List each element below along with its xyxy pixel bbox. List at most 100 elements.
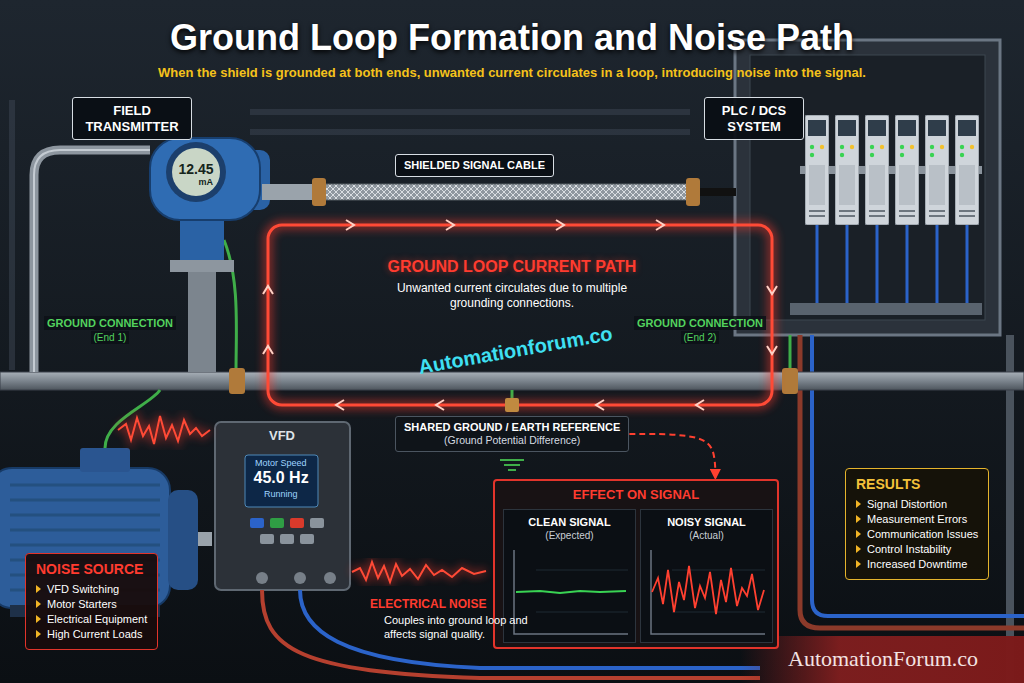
display-unit: mA	[199, 177, 214, 187]
vfd-screen	[245, 455, 318, 507]
chart-axes	[651, 550, 765, 634]
io-module	[925, 115, 949, 225]
label-anchor: Automationforum.co	[416, 321, 614, 379]
node-body-text: Increased Downtime	[856, 557, 978, 572]
cable-gland	[324, 572, 336, 584]
screen-status: Running	[264, 489, 298, 500]
clean-signal-trace	[516, 591, 626, 593]
diagram-subtitle: When the shield is grounded at both ends…	[0, 64, 1024, 82]
watermark: AutomationForum.co	[788, 646, 978, 672]
loop-glow	[268, 225, 772, 405]
io-module	[835, 115, 859, 225]
node-heading: EFFECT ON SIGNAL	[495, 481, 777, 503]
watermark: Automationforum.co	[416, 321, 614, 379]
shield-clamp	[686, 178, 700, 206]
effect-panel: EFFECT ON SIGNAL CLEAN SIGNAL(Expected) NO…	[493, 479, 779, 649]
keypad-button	[280, 534, 294, 544]
label-anchor: GROUND CONNECTION	[44, 316, 176, 330]
node-heading: PLC / DCS SYSTEM	[712, 103, 796, 134]
device-callout: FIELD TRANSMITTER	[72, 97, 192, 140]
node-body-text: VFD Switching	[36, 582, 147, 597]
chart-axes	[514, 550, 628, 634]
process-pipe	[34, 150, 150, 372]
watermark-band	[740, 636, 1024, 683]
label-anchor: (End 2)	[681, 331, 720, 344]
diagram-title: Ground Loop Formation and Noise Path	[0, 16, 1024, 60]
process-flange	[170, 260, 234, 272]
ground-connection-end: (End 2)	[681, 331, 720, 344]
node-body-text: Electrical Equipment	[36, 612, 147, 627]
label-anchor: Running	[264, 489, 298, 500]
label-anchor: AutomationForum.co	[788, 646, 978, 672]
keypad-button	[260, 534, 274, 544]
node-body-text: Communication Issues	[856, 527, 978, 542]
vfd-enclosure	[215, 422, 350, 590]
noise-glow	[118, 416, 210, 444]
node-body-text: High Current Loads	[36, 627, 147, 642]
noisy-signal-trace	[652, 566, 764, 614]
ground-reference-box: SHARED GROUND / EARTH REFERENCE(Ground P…	[395, 416, 629, 452]
cable-callout: SHIELDED SIGNAL CABLE	[395, 154, 554, 177]
node-heading: NOISY SIGNAL	[641, 515, 772, 529]
label-anchor: mA	[199, 177, 214, 187]
loop-heading: GROUND LOOP CURRENT PATH	[388, 257, 637, 277]
pipe-highlight	[34, 150, 150, 372]
screen-caption: Motor Speed	[255, 458, 307, 469]
node-heading: NOISE SOURCE	[36, 561, 147, 578]
node-heading: FIELD TRANSMITTER	[80, 103, 184, 134]
ground-clamp	[229, 368, 245, 394]
keypad-button	[290, 518, 304, 528]
label-anchor: 45.0 Hz	[254, 469, 309, 487]
node-body-text: Motor Starters	[36, 597, 147, 612]
cable-gland	[294, 572, 306, 584]
node-body-text: Control Instability	[856, 542, 978, 557]
noise-source-box: NOISE SOURCE VFD SwitchingMotor StartersE…	[25, 553, 158, 650]
screen-value: 45.0 Hz	[254, 469, 309, 487]
terminal-box	[80, 448, 130, 472]
label-anchor: VFD	[269, 428, 295, 443]
io-module	[865, 115, 889, 225]
node-heading: CLEAN SIGNAL	[504, 515, 635, 529]
node-heading: SHIELDED SIGNAL CABLE	[404, 159, 545, 172]
device-callout: PLC / DCS SYSTEM	[704, 97, 804, 140]
transmitter-housing	[150, 138, 260, 220]
io-module	[955, 115, 979, 225]
transmitter-neck	[180, 220, 224, 260]
process-stem	[188, 272, 216, 372]
ground-clamp	[782, 368, 798, 394]
earth-symbol	[500, 460, 524, 470]
ground-connection-label: GROUND CONNECTION	[634, 316, 766, 330]
node-body-text: Signal Distortion	[856, 497, 978, 512]
keypad-button	[270, 518, 284, 528]
cabinet-backplate	[750, 55, 985, 320]
noise-note: Couples into ground loop and affects sig…	[384, 613, 554, 641]
results-box: RESULTS Signal DistortionMeasurement Erro…	[845, 468, 989, 580]
ground-connection-label: GROUND CONNECTION	[44, 316, 176, 330]
loop-note: Unwanted current circulates due to multi…	[387, 281, 637, 311]
ground-junction	[505, 398, 519, 412]
ground-loop-path	[268, 225, 772, 405]
lcd-display	[172, 148, 220, 196]
ground-connection-end: (End 1)	[91, 331, 130, 344]
node-heading: RESULTS	[856, 476, 978, 493]
label-anchor: 12.45	[179, 162, 214, 176]
label-anchor: Couples into ground loop and affects sig…	[384, 613, 554, 641]
io-module	[805, 115, 829, 225]
ground-wire	[224, 240, 236, 372]
noise-glow	[352, 562, 486, 582]
label-anchor: ELECTRICAL NOISE	[370, 597, 486, 612]
node-heading: SHARED GROUND / EARTH REFERENCE	[404, 420, 620, 434]
display-reading: 12.45	[179, 162, 214, 176]
io-module	[895, 115, 919, 225]
cable-entry	[700, 188, 736, 196]
noise-waveform	[352, 562, 486, 582]
node-body-text: Measurement Errors	[856, 512, 978, 527]
node-body-text: (Expected)	[504, 529, 635, 542]
keypad-button	[300, 534, 314, 544]
motor-end-bell	[168, 490, 198, 590]
label-anchor: Unwanted current circulates due to multi…	[387, 281, 637, 311]
shielded-cable	[320, 184, 692, 200]
